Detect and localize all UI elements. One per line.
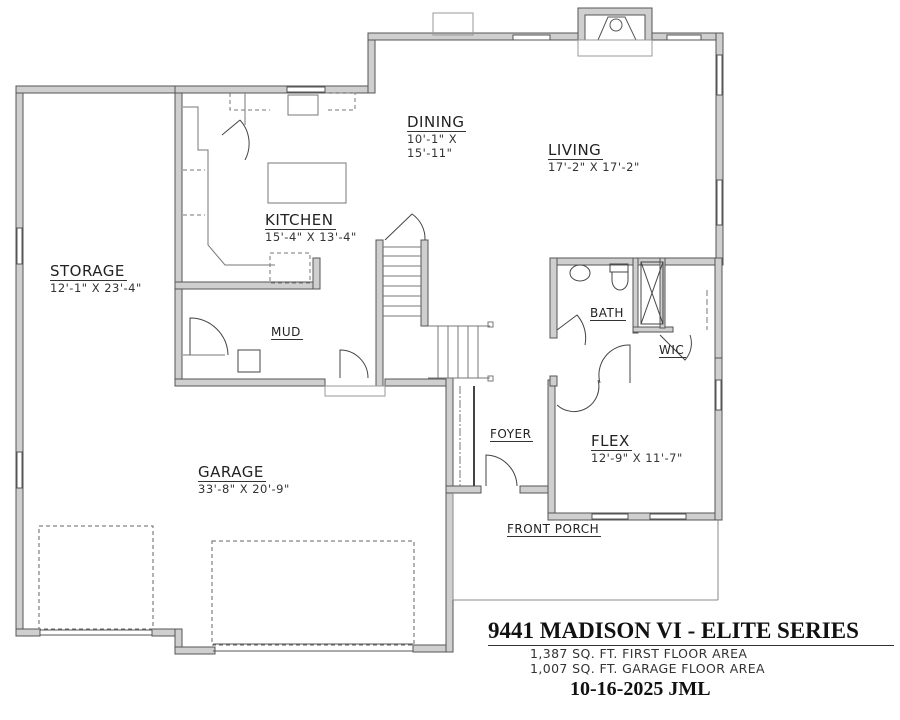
room-dimensions-line2: 15'-11" (407, 146, 453, 160)
room-name: STORAGE (50, 262, 127, 281)
room-name: MUD (271, 325, 303, 340)
room-name: KITCHEN (265, 211, 336, 230)
room-name: BATH (590, 306, 626, 321)
room-dimensions-line1: 10'-1" X (407, 132, 458, 146)
room-name: LIVING (548, 141, 604, 160)
room-name: WIC (659, 343, 687, 358)
room-garage: GARAGE 33'-8" X 20'-9" (198, 462, 290, 496)
room-living: LIVING 17'-2" X 17'-2" (548, 140, 640, 174)
room-bath: BATH (590, 302, 626, 321)
garage-floor-area: 1,007 SQ. FT. GARAGE FLOOR AREA (530, 661, 765, 676)
room-dining: DINING 10'-1" X 15'-11" (407, 112, 467, 160)
room-name: FRONT PORCH (507, 522, 602, 537)
room-dimensions: 33'-8" X 20'-9" (198, 482, 290, 496)
garage-walls (15, 85, 454, 655)
room-name: GARAGE (198, 463, 266, 482)
room-name: DINING (407, 113, 467, 132)
room-kitchen: KITCHEN 15'-4" X 13'-4" (265, 210, 357, 244)
garage-door-left (38, 525, 154, 636)
first-floor-area: 1,387 SQ. FT. FIRST FLOOR AREA (530, 646, 748, 661)
room-flex: FLEX 12'-9" X 11'-7" (591, 431, 683, 465)
room-name: FOYER (490, 427, 534, 442)
plan-title: 9441 MADISON VI - ELITE SERIES (488, 618, 894, 646)
room-front-porch: FRONT PORCH (507, 518, 602, 537)
garage-door-right (211, 540, 415, 652)
room-wic: WIC (659, 339, 687, 358)
fireplace (577, 7, 653, 57)
room-storage: STORAGE 12'-1" X 23'-4" (50, 261, 142, 295)
stairs (383, 246, 494, 382)
title-block: 9441 MADISON VI - ELITE SERIES 1,387 SQ.… (488, 618, 894, 702)
room-name: FLEX (591, 432, 632, 451)
bath-fixtures (569, 261, 664, 325)
front-door (485, 454, 518, 487)
room-foyer: FOYER (490, 423, 534, 442)
room-dimensions: 12'-1" X 23'-4" (50, 281, 142, 295)
room-dimensions: 12'-9" X 11'-7" (591, 451, 683, 465)
plan-date-initials: 10-16-2025 JML (570, 678, 711, 700)
kitchen-cabinets (183, 92, 356, 284)
pantry-door (221, 119, 250, 161)
room-mud: MUD (271, 321, 303, 340)
room-dimensions: 15'-4" X 13'-4" (265, 230, 357, 244)
room-dimensions: 17'-2" X 17'-2" (548, 160, 640, 174)
front-porch (452, 493, 719, 601)
mud-door (189, 317, 229, 356)
